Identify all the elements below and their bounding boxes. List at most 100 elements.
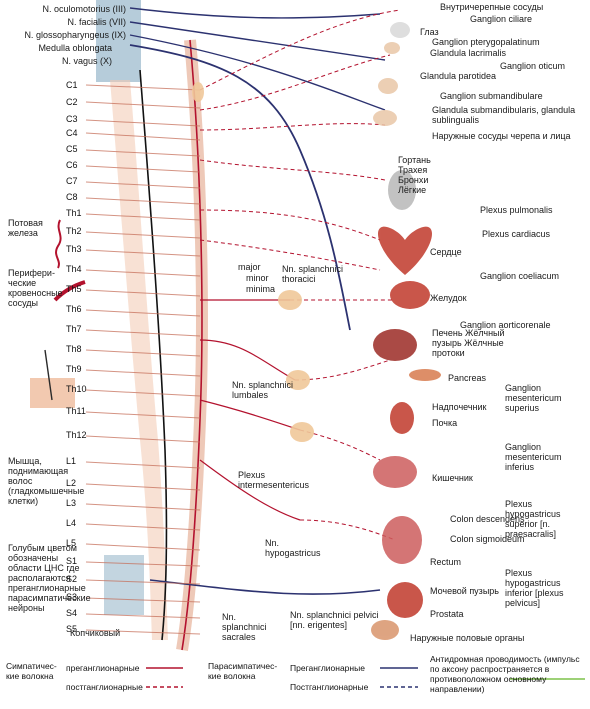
organ-label: Мочевой пузырь — [430, 586, 499, 596]
splanchnici-pelvici-label: Nn. splanchnici pelvici [nn. erigentes] — [290, 610, 379, 630]
cranial-nerve-label: N. glossopharyngeus (IX) — [24, 30, 126, 40]
organ-label: Ganglion mesentericum inferius — [505, 442, 562, 472]
kidney — [390, 402, 414, 434]
sacral-cns-area — [104, 555, 144, 615]
spinal-level-label: S5 — [66, 624, 78, 634]
legend-parasympathetic-pre: Преганглионарные — [290, 663, 365, 673]
organ-label: Plexus pulmonalis — [480, 205, 553, 215]
hair-icon — [44, 349, 53, 401]
spinal-level-label: Th1 — [66, 208, 82, 218]
splanchnici-thoracici-label: Nn. splanchnici thoracici — [282, 264, 344, 284]
organ-label: Глаз — [420, 27, 439, 37]
spinal-level-label: C2 — [66, 97, 78, 107]
organ-label: Кишечник — [432, 473, 473, 483]
ganglia — [192, 82, 314, 442]
spinal-level-label: C8 — [66, 192, 78, 202]
postganglionic-lines — [199, 9, 401, 541]
skin-hair-icon — [30, 378, 75, 408]
spinal-level-label: Th8 — [66, 344, 82, 354]
organ-label: Ganglion mesentericum superius — [505, 383, 562, 413]
organ-label: Ganglion aorticorenale — [460, 320, 551, 330]
spinal-level-label: C5 — [66, 144, 78, 154]
sympathetic-trunk-line — [181, 39, 203, 651]
spinal-level-label: L1 — [66, 456, 77, 466]
sweat-gland-label: Потовая железа — [8, 218, 43, 238]
submandibular-gland — [373, 110, 397, 126]
organ-label: Внутричерепные сосуды — [440, 2, 544, 12]
legend-parasympathetic-title: Парасимпатичес-кие волокна — [208, 661, 278, 681]
organ-label: Ganglion coeliacum — [480, 271, 560, 281]
spinal-level-label: S3 — [66, 592, 78, 602]
spinal-level-label: Th10 — [66, 384, 87, 394]
sweat-gland-icon — [55, 219, 62, 269]
organ-label: Ganglion oticum — [500, 61, 566, 71]
colon — [382, 516, 422, 564]
spinal-level-label: Th12 — [66, 430, 87, 440]
spinal-level-label: C7 — [66, 176, 78, 186]
organ-label: Ganglion submandibulare — [440, 91, 543, 101]
organ-label: Гортань Трахея Бронхи Лёгкие — [398, 155, 431, 195]
eye-organ — [390, 22, 410, 38]
stomach — [390, 281, 430, 309]
lungs — [388, 170, 416, 210]
cranial-nerve-label: N. vagus (X) — [61, 56, 112, 66]
organ-label: Plexus hypogastricus superior [n. praesa… — [505, 499, 561, 539]
pancreas — [409, 369, 441, 381]
peripheral-vessels-label: Перифери-ческие кровеносные сосуды — [8, 268, 63, 308]
spinal-nerve-roots — [85, 84, 201, 635]
organ-label: Prostata — [430, 609, 464, 619]
bladder — [387, 582, 423, 618]
organ-label: Glandula lacrimalis — [430, 48, 507, 58]
spinal-level-label: Th7 — [66, 324, 82, 334]
arrector-muscle-label: Мышца, поднимающая волос (гладкомышечные… — [8, 456, 85, 506]
intestine — [373, 456, 417, 488]
blue-area-note: Голубым цветом обозначены области ЦНС гд… — [8, 543, 91, 613]
spinal-level-label: Th5 — [66, 284, 82, 294]
legend: Симпатичес-кие волокна преганглионарные … — [0, 642, 590, 709]
organ-label: Сердце — [430, 247, 462, 257]
spinal-tract — [139, 69, 168, 641]
organ-label: Glandula parotidea — [420, 71, 497, 81]
organ-label: Наружные половые органы — [410, 633, 525, 643]
organ-label: Надпочечник — [432, 402, 487, 412]
legend-sympathetic-pre: преганглионарные — [66, 663, 140, 673]
spinal-level-label: S4 — [66, 608, 78, 618]
plexus-intermesentericus-label: Plexus intermesentericus — [238, 470, 310, 490]
preganglionic-lines — [199, 299, 301, 521]
spinal-level-label: Th2 — [66, 226, 82, 236]
lacrimal-gland — [384, 42, 400, 54]
spinal-level-label: C1 — [66, 80, 78, 90]
heart — [378, 226, 432, 275]
hypogastricus-label: Nn. hypogastricus — [265, 538, 321, 558]
cranial-nerve-label: N. facialis (VII) — [67, 17, 126, 27]
legend-sympathetic-title: Симпатичес-кие волокна — [6, 661, 57, 681]
spinal-level-label: Th9 — [66, 364, 82, 374]
spinal-level-label: S1 — [66, 556, 78, 566]
blood-vessel-icon — [53, 280, 86, 302]
vagus-nerve — [129, 44, 351, 331]
organ-label: Желудок — [430, 293, 467, 303]
minima-label: minima — [246, 284, 276, 294]
splanchnici-lumbales-label: Nn. splanchnici lumbales — [232, 380, 294, 400]
liver — [373, 329, 417, 361]
parotid-gland — [378, 78, 398, 94]
minor-label: minor — [246, 273, 269, 283]
organ-label: Plexus hypogastricus inferior [plexus pe… — [505, 568, 564, 608]
spinal-level-label: L2 — [66, 478, 77, 488]
coccygeal-label: Копчиковый — [70, 628, 121, 638]
cranial-nerve-label: N. oculomotorius (III) — [42, 4, 126, 14]
spinal-level-label: L5 — [66, 538, 77, 548]
spinal-level-label: C6 — [66, 160, 78, 170]
spinal-level-label: C3 — [66, 114, 78, 124]
legend-antidromic: Антидромная проводимость (импульс по акс… — [430, 654, 580, 694]
legend-parasympathetic-post: Постганглионарные — [290, 682, 369, 692]
organ-label: Rectum — [430, 557, 462, 567]
spinal-column — [110, 80, 168, 640]
organ-label: Glandula submandibularis, glandula subli… — [432, 105, 576, 125]
splanchnici-sacrales-label: Nn. splanchnici sacrales — [222, 612, 267, 642]
organ-label: Colon sigmoideum — [450, 534, 525, 544]
spinal-level-label: Th6 — [66, 304, 82, 314]
organ-label: Печень Жёлчный пузырь Жёлчные протоки — [432, 328, 505, 358]
